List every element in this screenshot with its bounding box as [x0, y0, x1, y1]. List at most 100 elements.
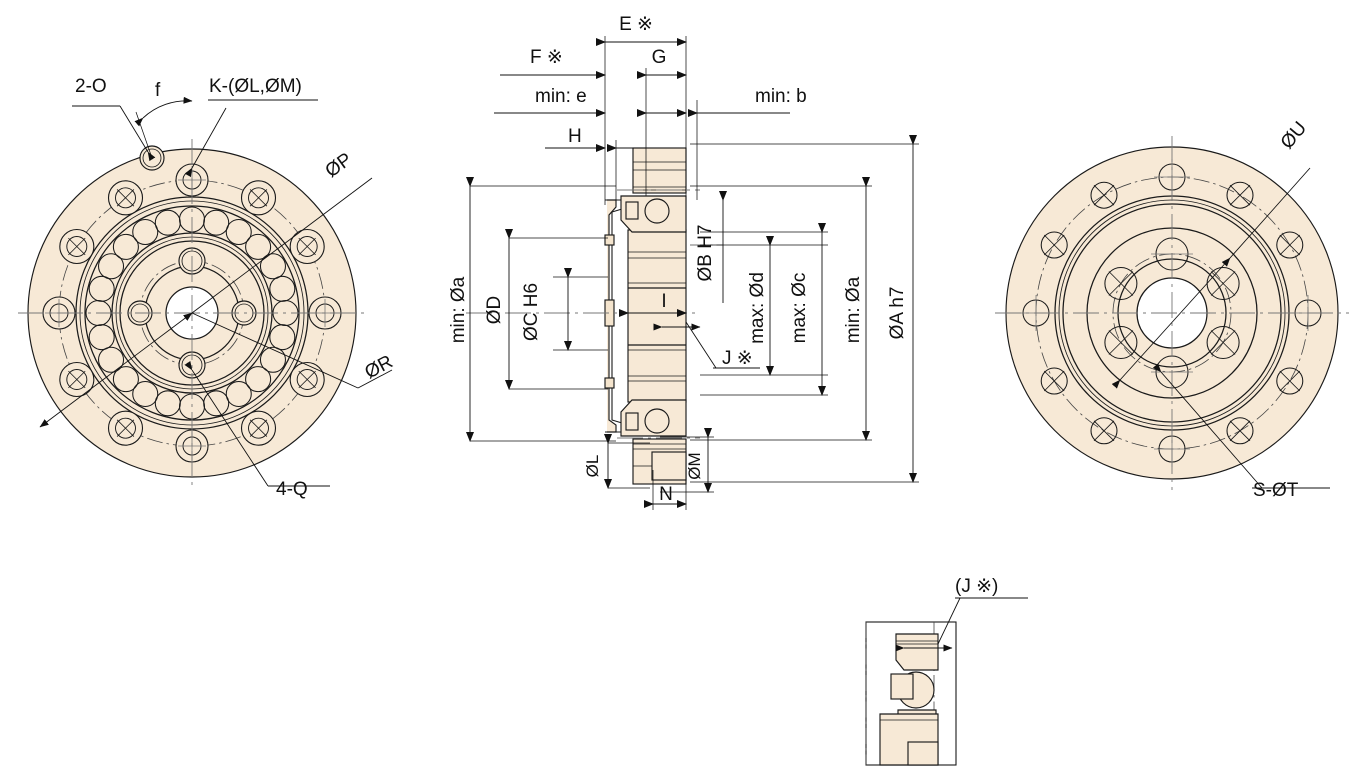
label-J-detail: (J ※): [955, 576, 998, 597]
ball-element: [98, 346, 125, 373]
left-two-o-leader: [119, 105, 156, 162]
label-E: E ※: [619, 14, 653, 35]
hole-crossed: [1226, 417, 1254, 445]
label-4-q: 4-Q: [276, 479, 308, 500]
bolt-hole-cross: [298, 370, 316, 389]
hole-cross: [1229, 184, 1251, 206]
ball-element: [203, 209, 230, 236]
section-bearing-top: [620, 195, 687, 233]
ball-element: [132, 380, 159, 407]
bolt-hole-bore: [115, 187, 136, 209]
bolt-hole-cross: [249, 419, 268, 437]
label-min-phi-a-right: min: Øa: [843, 276, 864, 343]
label-F: F ※: [530, 47, 563, 68]
ball-element: [88, 275, 115, 302]
hole-cross: [1043, 370, 1065, 392]
hole-cross: [1108, 271, 1134, 296]
right-outer-bolt-holes: [1018, 159, 1326, 467]
right-view: ØU S-ØT: [995, 118, 1349, 501]
right-phi-u-leader: [1221, 167, 1311, 267]
leader-J: [685, 321, 717, 369]
label-2-o: 2-O: [75, 76, 107, 97]
left-phi-p-leader: [183, 192, 353, 321]
hole-cross: [1093, 420, 1115, 442]
bolt-hole-bore: [248, 417, 269, 439]
label-I: I: [661, 291, 666, 312]
ball-element: [225, 380, 252, 407]
label-max-phi-c: max: Øc: [789, 273, 810, 344]
hole-cross: [1279, 370, 1301, 392]
ball-element: [154, 390, 181, 417]
section-view: E ※ G F ※ min: e min: b H min: Øa ØD: [448, 14, 919, 510]
hole-cross: [1279, 234, 1301, 256]
label-G: G: [652, 47, 667, 68]
hole-crossed: [1206, 325, 1240, 360]
bolt-hole-bore: [66, 369, 88, 390]
bolt-hole-bore: [248, 187, 269, 209]
detail-upper-body: [895, 633, 939, 671]
detail-leader-J: [937, 597, 961, 645]
left-phi-r-leader2: [191, 312, 359, 389]
bolt-hole-bore: [66, 236, 88, 257]
label-phi-U: ØU: [1277, 118, 1311, 153]
bolt-hole-cross: [298, 237, 316, 256]
bolt-hole-bore: [296, 236, 318, 257]
right-s-phi-t-leader: [1152, 363, 1263, 489]
hole-crossed: [1090, 417, 1118, 445]
label-phi-B-H7: ØB H7: [695, 224, 716, 281]
ball-element: [112, 233, 139, 260]
label-phi-A-h7: ØA h7: [887, 287, 908, 340]
hole-crossed: [1276, 367, 1304, 395]
ball-element: [225, 219, 252, 246]
ball-element: [132, 219, 159, 246]
label-f: f: [155, 80, 161, 101]
hole-crossed: [1090, 181, 1118, 209]
section-cup-step-1: [604, 234, 615, 246]
section-bottom-hub: [632, 438, 687, 485]
ball-element: [245, 366, 272, 393]
hole-crossed: [1040, 231, 1068, 259]
hole-crossed: [1226, 181, 1254, 209]
bolt-hole-cross: [116, 189, 135, 207]
hole-cross: [1108, 330, 1134, 355]
hole-cross: [1210, 330, 1236, 355]
label-phi-p: ØP: [322, 149, 357, 182]
hole-cross: [1043, 234, 1065, 256]
detail-view: (J ※): [865, 576, 1028, 766]
hole-cross: [1093, 184, 1115, 206]
hole-crossed: [1104, 266, 1138, 301]
ball-element: [245, 233, 272, 260]
label-k-lm: K-(ØL,ØM): [209, 76, 302, 97]
label-min-b: min: b: [755, 86, 807, 107]
left-f-ext1: [135, 111, 153, 159]
bolt-hole-bore: [296, 369, 318, 390]
bolt-hole-cross: [68, 370, 86, 389]
hole-cross: [1229, 420, 1251, 442]
bolt-hole-cross: [116, 419, 135, 437]
label-J: J ※: [722, 348, 753, 369]
ball-element: [98, 253, 125, 280]
left-phi-r-leader-tail: [357, 369, 393, 389]
ball-element: [259, 346, 286, 373]
bolt-hole-bore: [115, 417, 136, 439]
section-top-hub: [632, 147, 687, 194]
left-phi-p-leader-tail: [351, 177, 373, 194]
label-min-phi-a-left: min: Øa: [448, 276, 469, 343]
detail-lower-step: [907, 741, 939, 766]
label-max-phi-d: max: Ød: [747, 272, 768, 344]
left-f-arc-dim: [134, 96, 193, 127]
bolt-hole-cross: [249, 189, 268, 207]
bolt-hole-cross: [68, 237, 86, 256]
ball-element: [259, 253, 286, 280]
hole-cross: [1210, 271, 1236, 296]
section-cup-step-3: [604, 377, 615, 389]
left-phi-r-leader: [39, 312, 193, 428]
label-N: N: [659, 484, 673, 505]
label-phi-L: ØL: [583, 455, 602, 478]
section-main-body: [627, 229, 687, 403]
left-ball-group: [85, 206, 299, 420]
left-view: 2-O f K-(ØL,ØM) ØP ØR 4-Q: [18, 76, 397, 500]
label-phi-D: ØD: [484, 296, 505, 325]
